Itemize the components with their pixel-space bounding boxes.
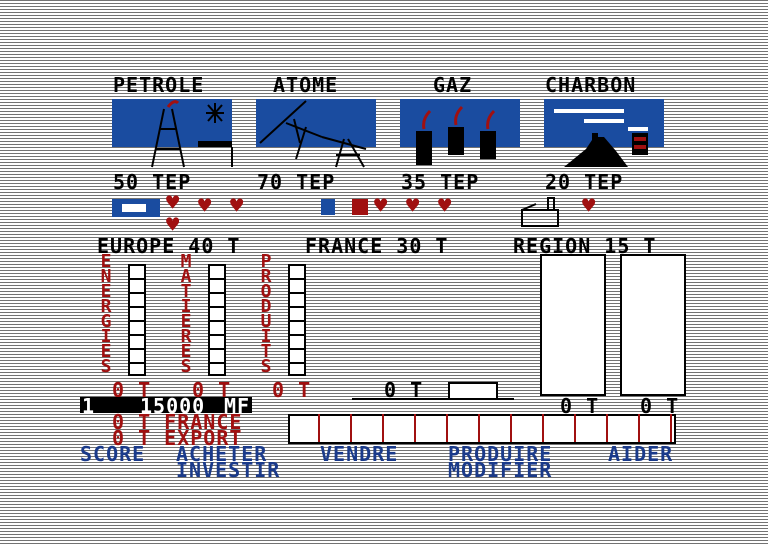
menu-aider[interactable]: AIDER xyxy=(608,442,674,466)
region-local: REGION 15 T xyxy=(513,234,657,258)
region-france: FRANCE 30 T xyxy=(305,234,449,258)
menu-investir[interactable]: INVESTIR xyxy=(176,458,281,482)
region-europe: EUROPE 40 T xyxy=(97,234,241,258)
menu-modifier[interactable]: MODIFIER xyxy=(448,458,553,482)
uranium-icon xyxy=(321,199,335,215)
heart-icon: ♥ xyxy=(374,194,388,219)
energy-title-charbon: CHARBON xyxy=(545,73,637,97)
menu-score[interactable]: SCORE xyxy=(80,442,146,466)
heart-icon: ♥ xyxy=(406,194,420,219)
heart-icon: ♥ xyxy=(582,194,596,219)
production-grid-dividers xyxy=(288,414,672,442)
tep-petrole: 50 TEP xyxy=(113,170,192,194)
heart-icon: ♥ xyxy=(438,194,452,219)
coal-mine-icon xyxy=(554,109,648,167)
heart-icon: ♥ xyxy=(198,194,212,219)
charbon-panel[interactable] xyxy=(544,99,664,167)
day-counter: 1 xyxy=(82,394,96,418)
right-value-b: 0 T xyxy=(640,394,680,418)
menu-vendre[interactable]: VENDRE xyxy=(320,442,399,466)
gas-towers-icon xyxy=(416,105,496,165)
petrole-panel[interactable] xyxy=(112,99,233,168)
tep-gaz: 35 TEP xyxy=(401,170,480,194)
oil-derrick-icon xyxy=(151,100,233,168)
label-matieres: MATIERES xyxy=(180,251,192,377)
energy-title-gaz: GAZ xyxy=(433,73,473,97)
matieres-gauge xyxy=(208,264,226,376)
power-pylon-icon xyxy=(259,100,367,168)
heart-icon: ♥ xyxy=(230,194,244,219)
heart-icon: ♥ xyxy=(166,191,180,216)
energies-gauge xyxy=(128,264,146,376)
energy-title-petrole: PETROLE xyxy=(113,73,205,97)
right-value-a: 0 T xyxy=(560,394,600,418)
block-icon xyxy=(352,199,368,215)
mid-value: 0 T xyxy=(384,378,424,402)
mid-line xyxy=(352,398,514,400)
produits-gauge xyxy=(288,264,306,376)
label-energies: ENERGIES xyxy=(100,251,112,377)
factory-icon xyxy=(521,197,559,227)
label-produits: PRODUITS xyxy=(260,251,272,377)
barrel-icon xyxy=(112,199,160,217)
tep-atome: 70 TEP xyxy=(257,170,336,194)
storage-bar-a xyxy=(540,254,606,396)
produits-value: 0 T xyxy=(272,378,312,402)
gaz-panel[interactable] xyxy=(400,99,520,165)
tep-charbon: 20 TEP xyxy=(545,170,624,194)
energy-title-atome: ATOME xyxy=(273,73,339,97)
atome-panel[interactable] xyxy=(256,99,376,168)
storage-bar-b xyxy=(620,254,686,396)
